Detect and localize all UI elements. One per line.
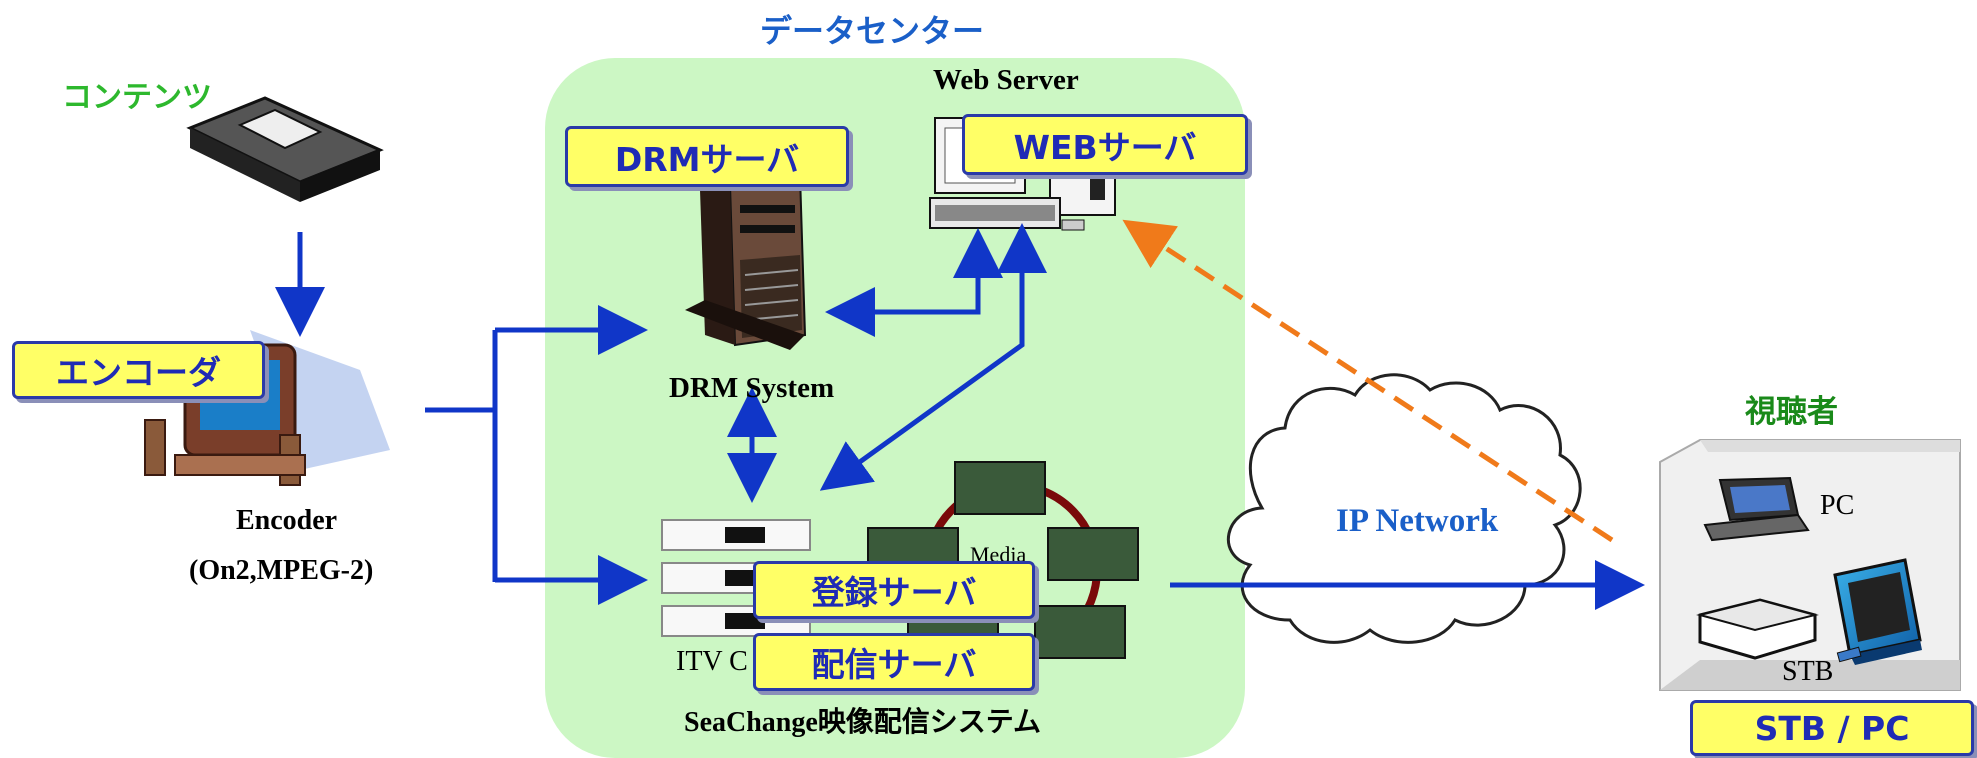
register-badge: 登録サーバ <box>753 561 1035 619</box>
tv-icon <box>1833 558 1922 665</box>
arrow-encoder-to-servers <box>425 305 648 605</box>
pc-label: PC <box>1820 490 1855 521</box>
viewer-room-icon <box>1659 439 1961 691</box>
datacenter-title: データセンター <box>760 12 985 50</box>
laptop-icon <box>1703 476 1810 542</box>
content-heading: コンテンツ <box>62 80 212 115</box>
videotape-icon <box>186 96 384 202</box>
drm-system-label: DRM System <box>669 372 835 404</box>
remote-icon <box>1836 646 1862 663</box>
encoder-computer-icon <box>144 330 390 486</box>
cloud-icon <box>1226 373 1582 644</box>
seachange-label: SeaChange映像配信システム <box>684 707 1041 738</box>
web-badge: WEBサーバ <box>962 114 1248 175</box>
arrow-drm-web <box>825 228 1003 337</box>
arrow-web-itv <box>819 223 1047 491</box>
ip-network-label: IP Network <box>1336 503 1499 539</box>
encoder-label: Encoder <box>236 505 338 536</box>
stb-icon <box>1696 598 1819 660</box>
encoder-badge: エンコーダ <box>12 341 265 399</box>
drm-badge: DRMサーバ <box>565 126 849 187</box>
drm-server-icon <box>685 173 807 350</box>
stb-label: STB <box>1782 656 1834 687</box>
web-server-label: Web Server <box>933 64 1079 96</box>
delivery-badge: 配信サーバ <box>753 633 1035 691</box>
encoder-formats-label: (On2,MPEG-2) <box>189 555 374 586</box>
stb-pc-badge: STB / PC <box>1690 700 1974 756</box>
viewer-heading: 視聴者 <box>1745 394 1838 430</box>
arrow-viewer-to-web <box>1122 219 1614 543</box>
itv-label: ITV C <box>676 646 748 677</box>
